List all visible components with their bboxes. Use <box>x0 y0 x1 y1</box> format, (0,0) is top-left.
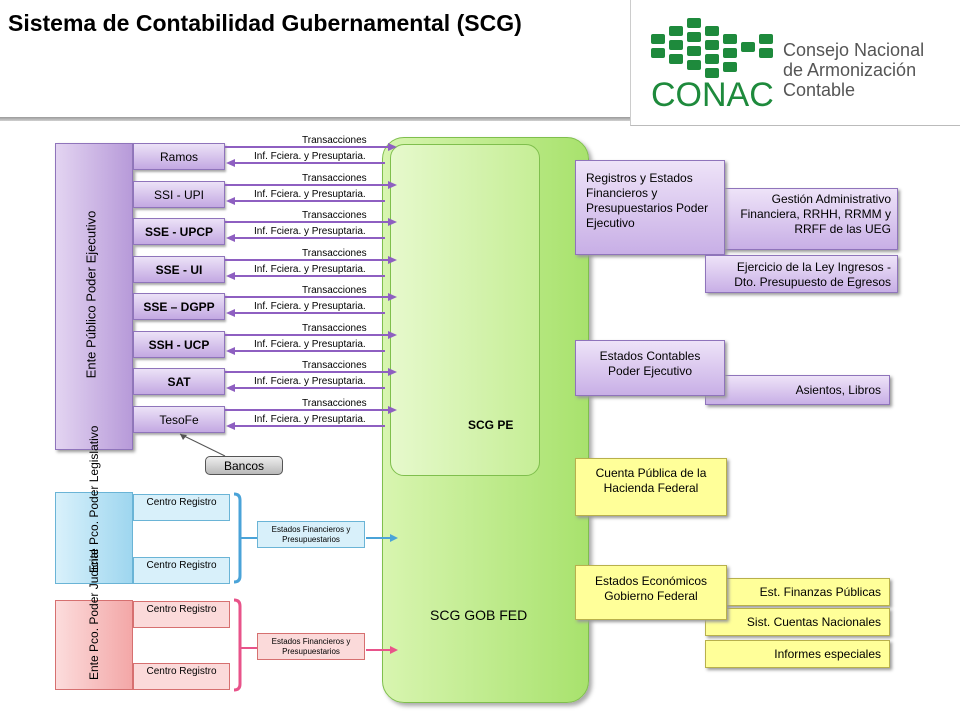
transacciones-label: Transacciones <box>302 360 367 371</box>
ejecutivo-item: SSH - UCP <box>133 331 225 358</box>
judicial-bracket-icon <box>233 598 398 692</box>
legislativo-bracket-icon <box>233 492 398 584</box>
inf-fciera-label: Inf. Fciera. y Presuptaria. <box>254 376 366 387</box>
centro-registro-legislativo-2: Centro Registro <box>133 557 230 584</box>
ente-judicial-group: Ente Pco. Poder Judicial <box>55 549 133 690</box>
ente-legislativo-group: Ente Pco. Poder Legislativo <box>55 426 133 584</box>
ejecutivo-item: SSE – DGPP <box>133 293 225 320</box>
transacciones-label: Transacciones <box>302 135 367 146</box>
transacciones-label: Transacciones <box>302 285 367 296</box>
informes-especiales-box: Informes especiales <box>705 640 890 668</box>
legislativo-estados-financieros: Estados Financieros y Presupuestarios <box>257 521 365 548</box>
ejercicio-ley-box: Ejercicio de la Ley Ingresos - Dto. Pres… <box>705 255 898 293</box>
estados-contables-box: Estados Contables Poder Ejecutivo <box>575 340 725 396</box>
transacciones-label: Transacciones <box>302 248 367 259</box>
scg-gob-fed-label: SCG GOB FED <box>430 607 528 623</box>
transacciones-label: Transacciones <box>302 210 367 221</box>
scg-pe-label: SCG PE <box>468 418 514 432</box>
centro-registro-legislativo-1: Centro Registro <box>133 494 230 521</box>
centro-registro-judicial-2: Centro Registro <box>133 663 230 690</box>
inf-fciera-label: Inf. Fciera. y Presuptaria. <box>254 414 366 425</box>
flow-arrows-icon <box>225 406 397 430</box>
flow-arrows-icon <box>225 293 397 317</box>
flow-arrows-icon <box>225 181 397 205</box>
flow-arrows-icon <box>225 256 397 280</box>
bancos-pointer-icon <box>179 433 226 457</box>
ente-judicial-label: Ente Pco. Poder Judicial <box>87 549 101 680</box>
ejecutivo-item: SSE - UPCP <box>133 218 225 245</box>
asientos-libros-box: Asientos, Libros <box>705 375 890 405</box>
ente-ejecutivo-label: Ente Público Poder Ejecutivo <box>83 210 99 379</box>
gestion-admin-box: Gestión Administrativo Financiera, RRHH,… <box>705 188 898 250</box>
title-divider <box>0 117 960 121</box>
estados-economicos-box: Estados Económicos Gobierno Federal <box>575 565 727 620</box>
flow-arrows-icon <box>225 143 397 167</box>
finanzas-publicas-box: Est. Finanzas Públicas <box>705 578 890 606</box>
inf-fciera-label: Inf. Fciera. y Presuptaria. <box>254 226 366 237</box>
inf-fciera-label: Inf. Fciera. y Presuptaria. <box>254 189 366 200</box>
flow-arrows-icon <box>225 331 397 355</box>
scg-pe-container <box>390 144 540 476</box>
judicial-estados-financieros: Estados Financieros y Presupuestarios <box>257 633 365 660</box>
ejecutivo-item: TesoFe <box>133 406 225 433</box>
inf-fciera-label: Inf. Fciera. y Presuptaria. <box>254 264 366 275</box>
ente-ejecutivo-group: Ente Público Poder Ejecutivo <box>55 143 133 450</box>
ejecutivo-item: SSI - UPI <box>133 181 225 208</box>
inf-fciera-label: Inf. Fciera. y Presuptaria. <box>254 301 366 312</box>
ejecutivo-item: SSE - UI <box>133 256 225 283</box>
flow-arrows-icon <box>225 218 397 242</box>
inf-fciera-label: Inf. Fciera. y Presuptaria. <box>254 339 366 350</box>
inf-fciera-label: Inf. Fciera. y Presuptaria. <box>254 151 366 162</box>
transacciones-label: Transacciones <box>302 398 367 409</box>
logo-hexagons-icon <box>651 18 773 78</box>
transacciones-label: Transacciones <box>302 323 367 334</box>
cuenta-publica-box: Cuenta Pública de la Hacienda Federal <box>575 458 727 516</box>
ejecutivo-item: Ramos <box>133 143 225 170</box>
ejecutivo-item: SAT <box>133 368 225 395</box>
logo-acronym: CONAC <box>651 76 774 114</box>
bancos-box: Bancos <box>205 456 283 475</box>
registros-estados-box: Registros y Estados Financieros y Presup… <box>575 160 725 255</box>
flow-arrows-icon <box>225 368 397 392</box>
transacciones-label: Transacciones <box>302 173 367 184</box>
centro-registro-judicial-1: Centro Registro <box>133 601 230 628</box>
cuentas-nacionales-box: Sist. Cuentas Nacionales <box>705 608 890 636</box>
page-title: Sistema de Contabilidad Gubernamental (S… <box>8 10 522 36</box>
